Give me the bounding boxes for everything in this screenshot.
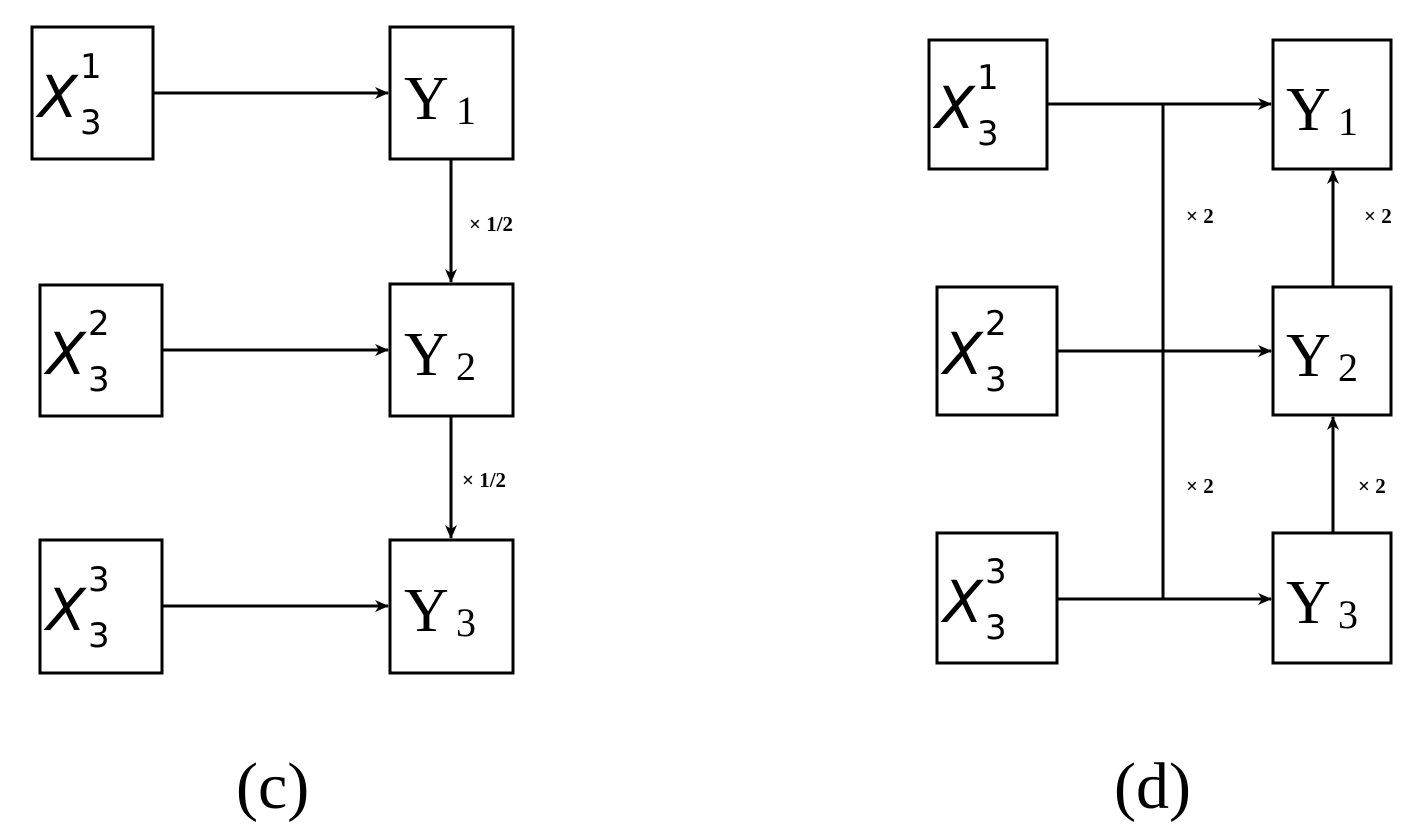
input-sup: 1 [80,47,102,87]
factor-label: × 2 [1186,204,1214,228]
input-sup: 1 [977,58,999,98]
panel-c-output-1: Y 1 [388,25,515,161]
panel-d-output-3: Y 3 [1271,531,1393,665]
panel-d-input-1: X 1 3 [927,38,1049,171]
input-sub: 3 [977,114,999,154]
output-sub: 1 [456,88,476,133]
output-sub: 3 [456,600,476,645]
panel-d-output-1: Y 1 [1271,38,1393,171]
output-base: Y [404,65,449,133]
input-base: X [932,74,976,142]
output-sub: 2 [456,344,476,389]
input-sup: 2 [88,304,110,344]
panel-c-input-2: X 2 3 [38,283,164,418]
panel-d-input-3: X 3 3 [935,531,1059,665]
panel-caption: (c) [236,750,309,823]
input-sup: 2 [985,304,1007,344]
output-base: Y [1286,569,1331,637]
panel-c-output-2: Y 2 [388,282,515,418]
output-base: Y [1286,76,1331,144]
panel-c-output-3: Y 3 [388,538,515,675]
panel-c: X 1 3 X 2 3 X 3 3 Y 1 Y 2 Y [30,25,515,823]
output-base: Y [1286,322,1331,390]
factor-label: × 2 [1364,204,1392,228]
input-sub: 3 [985,360,1007,400]
input-sup: 3 [88,560,110,600]
factor-label: × 2 [1358,474,1386,498]
input-base: X [43,320,87,388]
output-sub: 3 [1338,592,1358,637]
factor-label: × 1/2 [462,468,506,492]
input-base: X [43,576,87,644]
output-sub: 1 [1338,99,1358,144]
output-base: Y [404,321,449,389]
panel-c-input-3: X 3 3 [38,538,164,675]
factor-label: × 2 [1186,474,1214,498]
output-base: Y [404,577,449,645]
input-sup: 3 [985,552,1007,592]
input-sub: 3 [88,360,110,400]
panel-d-input-2: X 2 3 [935,285,1059,417]
panel-d-output-2: Y 2 [1271,285,1393,417]
panel-caption: (d) [1114,750,1191,823]
output-sub: 2 [1338,345,1358,390]
input-sub: 3 [88,616,110,656]
panel-d: X 1 3 X 2 3 X 3 3 Y 1 Y 2 Y [927,38,1393,823]
input-base: X [35,63,79,131]
factor-label: × 1/2 [469,212,513,236]
panel-c-input-1: X 1 3 [30,25,155,161]
input-base: X [940,568,984,636]
input-sub: 3 [985,608,1007,648]
input-sub: 3 [80,103,102,143]
input-base: X [940,320,984,388]
